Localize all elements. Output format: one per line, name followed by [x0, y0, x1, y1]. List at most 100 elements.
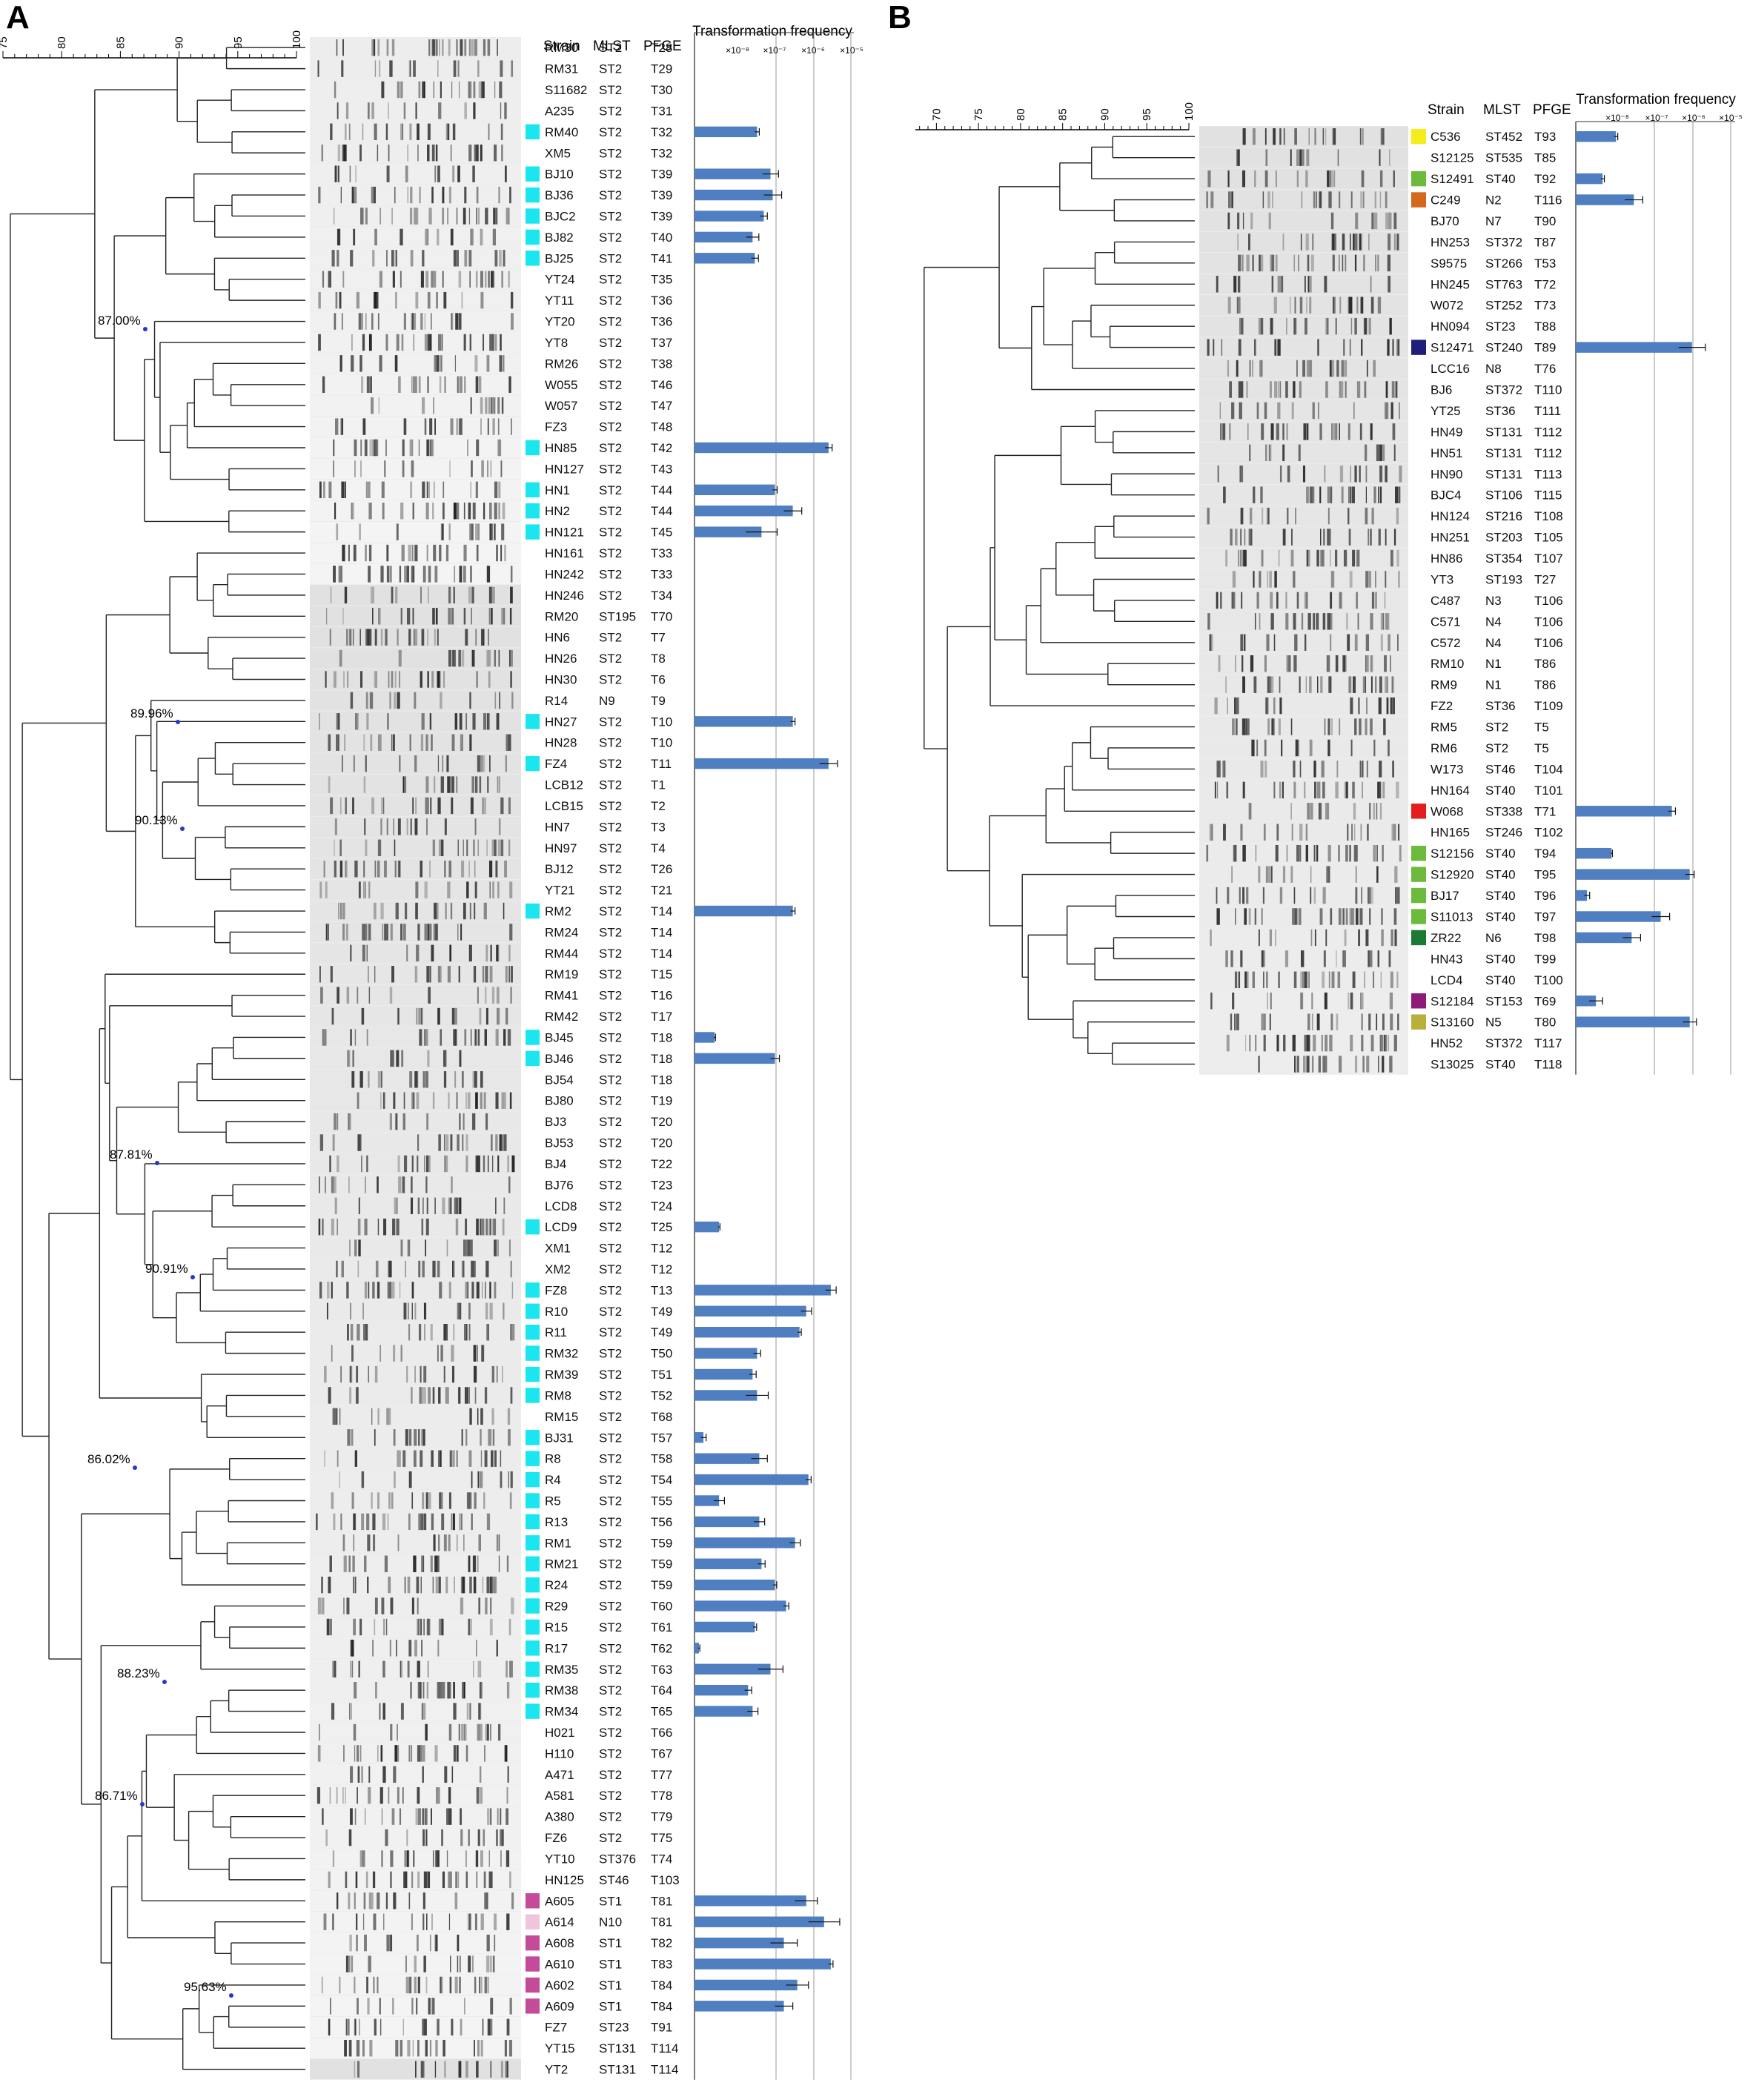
strain-label: YT2: [545, 2063, 568, 2077]
gel-band: [426, 966, 430, 983]
gel-band: [344, 586, 348, 604]
gel-band: [1345, 844, 1348, 862]
gel-band: [1349, 844, 1351, 862]
gel-band: [1304, 276, 1306, 293]
gel-band: [414, 755, 417, 772]
strain-label: BJ54: [545, 1073, 574, 1087]
gel-band: [396, 334, 398, 351]
gel-band: [1249, 507, 1253, 525]
mlst-label: ST2: [599, 399, 622, 413]
strain-label: BJC2: [545, 209, 576, 223]
gel-band: [1293, 254, 1296, 272]
gel-band: [510, 1260, 513, 1278]
frequency-bar: [1576, 932, 1632, 944]
gel-band: [317, 60, 319, 77]
gel-lane: [310, 142, 521, 163]
gel-band: [458, 966, 460, 983]
gel-band: [363, 881, 365, 898]
gel-band: [1396, 233, 1399, 251]
strain-label: HN251: [1431, 531, 1470, 545]
gel-band: [488, 586, 492, 604]
strain-label: S11013: [1431, 910, 1473, 924]
strain-label: XM2: [545, 1262, 571, 1276]
mlst-label: N9: [599, 694, 615, 708]
strain-color-swatch: [526, 1661, 540, 1677]
gel-lane: [310, 100, 521, 122]
gel-band: [465, 1723, 467, 1741]
gel-band: [371, 102, 374, 119]
gel-band: [352, 1555, 355, 1572]
gel-band: [419, 1745, 422, 1762]
gel-band: [456, 208, 458, 225]
gel-band: [371, 1408, 373, 1425]
gel-band: [1236, 297, 1239, 314]
gel-lane: [1199, 780, 1408, 801]
gel-band: [1231, 191, 1233, 208]
gel-band: [1330, 571, 1335, 588]
strain-label: RM19: [545, 967, 578, 981]
gel-band: [423, 1387, 426, 1404]
strain-label: HN1: [545, 483, 570, 497]
gel-band: [494, 145, 497, 162]
gel-band: [503, 250, 505, 267]
gel-band: [342, 544, 345, 562]
gel-band: [401, 334, 404, 351]
gel-band: [438, 1618, 442, 1636]
gel-band: [483, 39, 486, 56]
mlst-label: ST2: [599, 673, 622, 687]
frequency-bar: [695, 758, 829, 769]
gel-band: [408, 1745, 410, 1762]
gel-band: [345, 123, 347, 141]
gel-band: [1241, 592, 1243, 609]
gel-lane: [1199, 253, 1408, 274]
strain-color-swatch: [1411, 170, 1426, 187]
gel-band: [497, 418, 500, 435]
gel-band: [1359, 908, 1363, 925]
pfge-label: T83: [651, 1958, 672, 1972]
pfge-label: T88: [1534, 319, 1556, 334]
gel-band: [1325, 317, 1327, 335]
frequency-bar: [1576, 342, 1692, 353]
pfge-label: T4: [651, 841, 666, 855]
gel-band: [1368, 317, 1371, 335]
frequency-bar: [1576, 996, 1597, 1007]
gel-band: [437, 228, 440, 246]
gel-band: [386, 39, 389, 56]
gel-band: [453, 503, 457, 520]
strain-label: HN121: [545, 526, 584, 540]
strain-color-swatch: [526, 1303, 540, 1319]
gel-band: [434, 924, 438, 941]
gel-band: [432, 1260, 436, 1278]
gel-band: [1391, 824, 1393, 841]
gel-band: [482, 755, 485, 772]
gel-band: [371, 586, 375, 604]
strain-label: HN125: [545, 1873, 584, 1887]
gel-band: [452, 649, 455, 667]
gel-band: [439, 1492, 442, 1509]
gel-band: [1342, 233, 1345, 251]
gel-band: [472, 1955, 474, 1973]
mlst-label: ST2: [599, 1789, 622, 1803]
gel-band: [356, 1745, 359, 1762]
gel-band: [385, 334, 388, 351]
gel-band: [1258, 866, 1261, 883]
strain-color-swatch: [526, 1640, 540, 1656]
gel-band: [1350, 191, 1353, 208]
gel-lane: [310, 1764, 521, 1785]
gel-band: [1329, 613, 1333, 630]
strain-label: S12125: [1431, 151, 1474, 165]
gel-band: [474, 1029, 477, 1046]
gel-band: [1385, 466, 1388, 483]
gel-band: [451, 734, 455, 751]
gel-band: [317, 1745, 321, 1762]
strain-label: HN30: [545, 673, 577, 687]
gel-band: [1359, 761, 1362, 778]
gel-band: [356, 1365, 359, 1383]
gel-band: [477, 1829, 480, 1846]
gel-band: [369, 376, 371, 393]
gel-band: [1319, 423, 1322, 440]
gel-band: [1318, 1056, 1322, 1073]
gel-band: [457, 1134, 460, 1151]
gel-band: [1395, 887, 1397, 904]
gel-band: [353, 1618, 357, 1636]
